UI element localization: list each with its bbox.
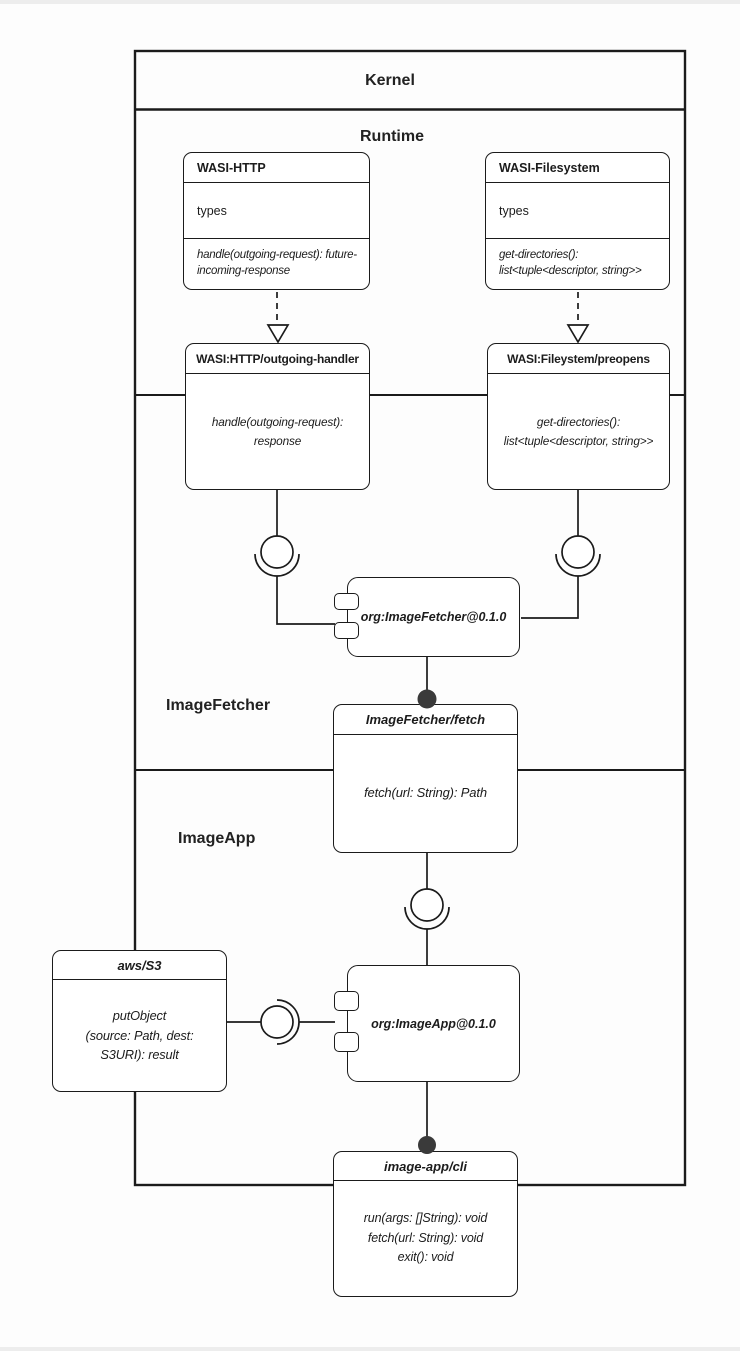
method-line: (source: Path, dest: xyxy=(85,1027,194,1043)
runtime-region-label: Runtime xyxy=(360,128,424,145)
preopens-body: get-directories(): list<tuple<descriptor… xyxy=(488,374,669,489)
method-line: response xyxy=(253,433,302,448)
component-port xyxy=(334,991,359,1011)
method-line: handle(outgoing-request): future- xyxy=(197,249,357,262)
wasi-filesystem-types: types xyxy=(486,183,669,239)
method-line: putObject xyxy=(112,1007,167,1023)
method-line: handle(outgoing-request): xyxy=(211,415,344,430)
cli-body: run(args: []String): void fetch(url: Str… xyxy=(334,1181,517,1296)
imageapp-component-label: org:ImageApp@0.1.0 xyxy=(371,1016,496,1031)
method-line: exit(): void xyxy=(397,1250,454,1265)
fetch-interface-body: fetch(url: String): Path xyxy=(334,735,517,852)
wasi-filesystem-title: WASI-Filesystem xyxy=(486,153,669,183)
aws-s3-title: aws/S3 xyxy=(53,951,226,980)
component-port xyxy=(334,1032,359,1052)
top-edge-strip xyxy=(0,0,740,4)
outgoing-handler-title: WASI:HTTP/outgoing-handler xyxy=(186,344,369,374)
wasi-http-types: types xyxy=(184,183,369,239)
preopens-title: WASI:Fileystem/preopens xyxy=(488,344,669,374)
image-app-cli-node: image-app/cli run(args: []String): void … xyxy=(333,1151,518,1297)
bottom-edge-strip xyxy=(0,1347,740,1351)
wasi-http-method: handle(outgoing-request): future- incomi… xyxy=(184,239,369,289)
kernel-title: Kernel xyxy=(365,72,415,89)
wasi-filesystem-preopens-node: WASI:Fileystem/preopens get-directories(… xyxy=(487,343,670,490)
fetch-interface-title: ImageFetcher/fetch xyxy=(334,705,517,735)
wasi-http-node: WASI-HTTP types handle(outgoing-request)… xyxy=(183,152,370,290)
component-port xyxy=(334,593,359,610)
imagefetcher-component-label: org:ImageFetcher@0.1.0 xyxy=(360,610,507,624)
component-port xyxy=(334,622,359,639)
method-line: get-directories(): xyxy=(499,249,579,262)
aws-s3-node: aws/S3 putObject (source: Path, dest: S3… xyxy=(52,950,227,1092)
aws-s3-body: putObject (source: Path, dest: S3URI): r… xyxy=(53,980,226,1091)
imageapp-region-label: ImageApp xyxy=(178,830,256,847)
imagefetcher-fetch-interface-node: ImageFetcher/fetch fetch(url: String): P… xyxy=(333,704,518,853)
method-line: incoming-response xyxy=(197,265,290,277)
method-line: run(args: []String): void xyxy=(363,1211,488,1226)
imagefetcher-region-label: ImageFetcher xyxy=(166,697,271,714)
wasi-http-title: WASI-HTTP xyxy=(184,153,369,183)
method-line: list<tuple<descriptor, string>> xyxy=(503,433,654,448)
method-line: S3URI): result xyxy=(100,1047,179,1063)
method-line: fetch(url: String): Path xyxy=(364,785,487,801)
wasi-http-outgoing-handler-node: WASI:HTTP/outgoing-handler handle(outgoi… xyxy=(185,343,370,490)
method-line: list<tuple<descriptor, string>> xyxy=(499,265,642,277)
outgoing-handler-body: handle(outgoing-request): response xyxy=(186,374,369,489)
wasi-filesystem-method: get-directories(): list<tuple<descriptor… xyxy=(486,239,669,289)
imagefetcher-component: org:ImageFetcher@0.1.0 xyxy=(334,577,520,657)
method-line: fetch(url: String): void xyxy=(367,1230,484,1245)
cli-title: image-app/cli xyxy=(334,1152,517,1181)
imageapp-component: org:ImageApp@0.1.0 xyxy=(334,965,520,1082)
wasi-filesystem-node: WASI-Filesystem types get-directories():… xyxy=(485,152,670,290)
method-line: get-directories(): xyxy=(536,415,621,430)
